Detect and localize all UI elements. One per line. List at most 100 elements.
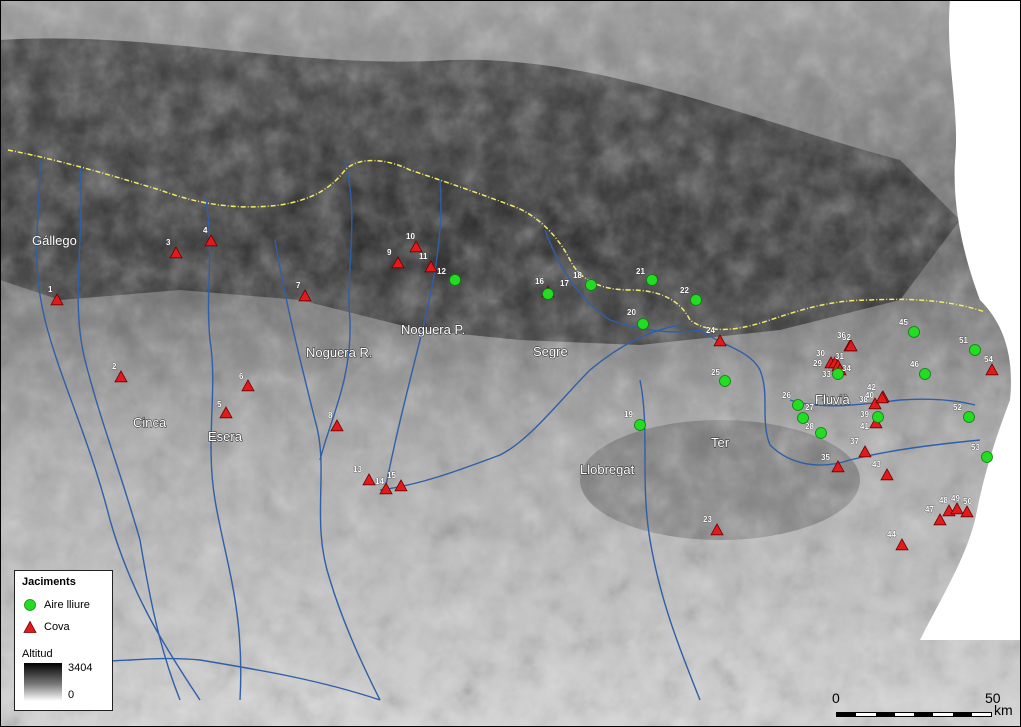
site-label-9: 9 <box>387 248 392 257</box>
river-label-fluvia: Fluvià <box>815 392 850 407</box>
open-air-site-45 <box>908 326 920 338</box>
site-label-44: 44 <box>887 530 896 539</box>
site-label-17: 17 <box>560 279 569 288</box>
cave-site-9 <box>391 256 405 269</box>
open-air-site-25 <box>719 375 731 387</box>
site-label-41: 41 <box>860 422 869 431</box>
open-air-site-21 <box>646 274 658 286</box>
site-label-54: 54 <box>984 355 993 364</box>
cave-site-5 <box>219 406 233 419</box>
cave-site-37 <box>858 445 872 458</box>
open-air-site-52 <box>963 411 975 423</box>
cave-site-36 <box>844 339 858 352</box>
site-label-20: 20 <box>627 308 636 317</box>
cave-site-43 <box>880 468 894 481</box>
cave-site-3 <box>169 246 183 259</box>
river-label-noguera-r: Noguera R. <box>306 345 372 360</box>
scale-start: 0 <box>832 690 840 706</box>
legend-label-cave: Cova <box>44 621 70 633</box>
green-circle-icon <box>24 599 36 611</box>
cave-site-2 <box>114 370 128 383</box>
cave-site-1 <box>50 293 64 306</box>
site-label-8: 8 <box>328 411 333 420</box>
cave-site-8 <box>330 419 344 432</box>
site-label-11: 11 <box>419 252 428 261</box>
site-label-5: 5 <box>217 400 222 409</box>
site-label-39: 39 <box>860 410 869 419</box>
cave-site-10 <box>409 240 423 253</box>
river-label-llobregat: Llobregat <box>580 462 635 477</box>
sea <box>920 0 1021 640</box>
site-label-10: 10 <box>406 232 415 241</box>
cave-site-11 <box>424 260 438 273</box>
cave-site-42 <box>875 391 889 404</box>
altitude-ramp <box>24 663 62 701</box>
site-label-49: 49 <box>951 494 960 503</box>
site-label-53: 53 <box>971 443 980 452</box>
site-label-36: 36 <box>837 331 846 340</box>
cave-site-4 <box>204 234 218 247</box>
open-air-site-17 <box>542 288 554 300</box>
site-label-6: 6 <box>239 372 244 381</box>
open-air-site-51 <box>969 344 981 356</box>
legend-item-open-air: Aire lliure <box>22 597 90 613</box>
site-label-30: 30 <box>816 349 825 358</box>
open-air-site-28 <box>815 427 827 439</box>
national-border <box>7 149 986 331</box>
site-label-35: 35 <box>821 453 830 462</box>
site-label-51: 51 <box>959 336 968 345</box>
river-network <box>36 159 981 701</box>
site-label-26: 26 <box>782 391 791 400</box>
site-label-46: 46 <box>910 360 919 369</box>
cave-site-50 <box>960 505 974 518</box>
scale-bar-segments <box>836 712 992 717</box>
site-label-2: 2 <box>112 362 117 371</box>
site-label-18: 18 <box>573 271 582 280</box>
site-label-23: 23 <box>703 515 712 524</box>
red-triangle-icon <box>23 620 37 633</box>
site-label-7: 7 <box>296 281 301 290</box>
site-label-12: 12 <box>437 267 446 276</box>
site-label-3: 3 <box>166 238 171 247</box>
altitude-max: 3404 <box>68 662 93 674</box>
cave-site-24 <box>713 334 727 347</box>
site-label-47: 47 <box>925 505 934 514</box>
legend-item-cave: Cova <box>22 619 70 635</box>
cave-site-49 <box>950 502 964 515</box>
scale-bar: 0 50 km <box>830 690 1013 720</box>
open-air-site-19 <box>634 419 646 431</box>
site-label-42: 42 <box>867 383 876 392</box>
legend: Jaciments Aire lliure Cova Altitud 3404 … <box>14 570 113 711</box>
site-label-21: 21 <box>636 267 645 276</box>
site-label-15: 15 <box>387 471 396 480</box>
scale-unit: km <box>994 702 1013 718</box>
site-label-48: 48 <box>939 496 948 505</box>
altitude-min: 0 <box>68 689 75 701</box>
site-label-16: 16 <box>535 277 544 286</box>
cave-site-15 <box>394 479 408 492</box>
cave-site-13 <box>362 473 376 486</box>
open-air-site-12 <box>449 274 461 286</box>
site-label-14: 14 <box>375 477 384 486</box>
legend-label-open-air: Aire lliure <box>44 599 90 611</box>
site-label-4: 4 <box>203 226 208 235</box>
site-label-40: 40 <box>865 391 874 400</box>
cave-site-35 <box>831 460 845 473</box>
site-label-29: 29 <box>813 359 822 368</box>
cave-site-7 <box>298 289 312 302</box>
site-label-33: 33 <box>822 370 831 379</box>
site-label-34: 34 <box>842 364 851 373</box>
legend-title: Jaciments <box>22 576 76 588</box>
site-label-50: 50 <box>963 497 972 506</box>
site-label-13: 13 <box>353 465 362 474</box>
open-air-site-33 <box>832 368 844 380</box>
open-air-site-26 <box>792 399 804 411</box>
open-air-site-27 <box>797 412 809 424</box>
river-label-segre: Segre <box>533 344 568 359</box>
open-air-site-53 <box>981 451 993 463</box>
open-air-site-20 <box>637 318 649 330</box>
site-label-38: 38 <box>859 395 868 404</box>
site-label-28: 28 <box>805 422 814 431</box>
